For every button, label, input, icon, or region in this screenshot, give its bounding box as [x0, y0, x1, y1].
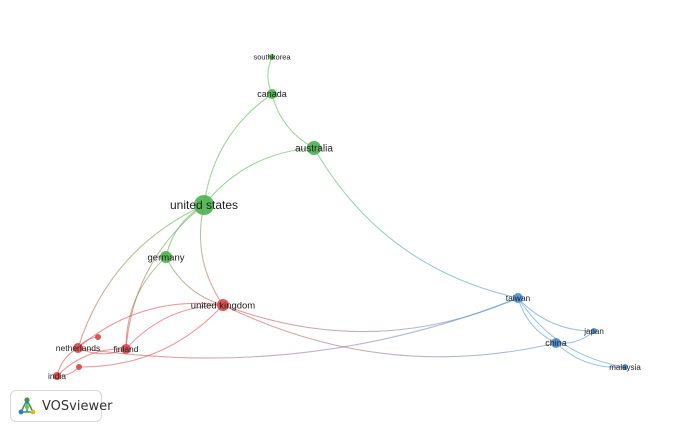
link-united-kingdom-netherlands: [77, 302, 224, 349]
link-canada-united-states: [203, 93, 273, 206]
network-nodes: [53, 54, 628, 380]
node-unlabeled-red-1[interactable]: [76, 364, 82, 370]
node-label-japan: japan: [583, 327, 604, 336]
vosviewer-logo: VOSviewer: [10, 390, 112, 422]
vosviewer-logo-icon: [17, 396, 37, 416]
link-united-kingdom-china: [222, 304, 557, 358]
node-japan[interactable]: [591, 328, 597, 334]
node-label-taiwan: taiwan: [506, 293, 531, 303]
link-united-states-united-kingdom: [199, 204, 224, 306]
link-taiwan-malaysia: [517, 297, 626, 368]
link-united-states-finland: [125, 204, 205, 350]
link-unlabeled-red-1-united-kingdom: [78, 304, 224, 368]
link-germany-united-kingdom: [165, 256, 224, 306]
node-label-germany: germany: [148, 252, 185, 263]
node-india[interactable]: [53, 372, 61, 380]
link-taiwan-japan: [517, 297, 595, 332]
node-label-australia: australia: [295, 144, 333, 155]
link-canada-australia: [271, 93, 315, 149]
node-united-states[interactable]: [194, 195, 214, 215]
node-label-india: india: [48, 371, 66, 381]
node-label-malaysia: malaysia: [609, 363, 641, 372]
link-united-states-netherlands: [77, 204, 205, 349]
node-united-kingdom[interactable]: [217, 299, 229, 311]
node-south-korea[interactable]: [269, 54, 275, 60]
node-label-united-kingdom: united kingdom: [191, 300, 256, 311]
node-china[interactable]: [551, 338, 561, 348]
link-netherlands-taiwan: [77, 297, 519, 359]
node-unlabeled-red-2[interactable]: [95, 334, 101, 340]
network-links: [56, 56, 626, 377]
link-australia-united-states: [203, 147, 315, 206]
node-label-finland: finland: [113, 344, 138, 354]
link-united-kingdom-finland: [125, 304, 224, 350]
node-taiwan[interactable]: [513, 293, 523, 303]
link-taiwan-china: [517, 297, 557, 344]
link-finland-india: [56, 348, 127, 377]
node-label-netherlands: netherlands: [56, 343, 100, 353]
node-germany[interactable]: [160, 251, 172, 263]
link-china-malaysia: [555, 342, 626, 368]
node-australia[interactable]: [307, 141, 321, 155]
link-germany-finland: [125, 256, 167, 350]
vosviewer-logo-text: VOSviewer: [42, 398, 113, 414]
node-malaysia[interactable]: [622, 364, 628, 370]
link-australia-taiwan: [313, 147, 519, 299]
node-label-china: china: [545, 338, 567, 348]
node-label-united-states: united states: [170, 198, 238, 212]
node-label-canada: canada: [257, 89, 287, 99]
node-finland[interactable]: [121, 344, 131, 354]
network-labels: southkorea canada australia united states ge…: [48, 53, 641, 381]
node-canada[interactable]: [267, 89, 277, 99]
node-netherlands[interactable]: [73, 343, 83, 353]
node-label-south-korea: southkorea: [253, 53, 291, 62]
